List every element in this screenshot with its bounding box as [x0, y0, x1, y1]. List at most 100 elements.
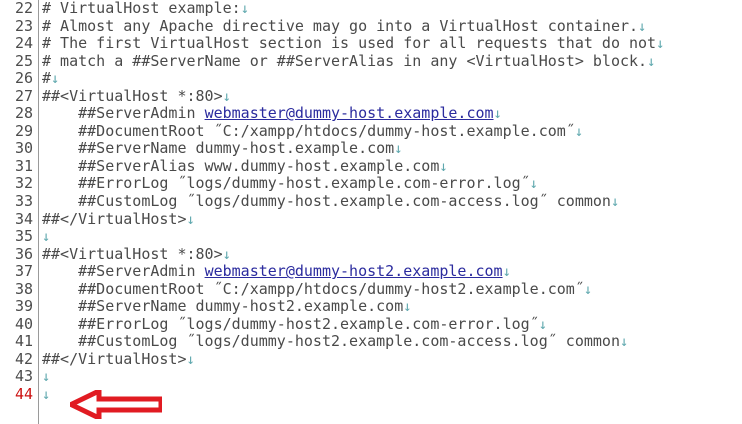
- code-line-text: ##ErrorLog ˝logs/dummy-host.example.com-…: [42, 175, 538, 194]
- code-text-segment: ##ErrorLog ˝logs/dummy-host.example.com-…: [42, 174, 530, 193]
- code-text-segment: ##DocumentRoot ˝C:/xampp/htdocs/dummy-ho…: [42, 121, 575, 140]
- code-text-segment: ##ServerAdmin: [42, 262, 205, 281]
- line-number: 36: [14, 244, 33, 263]
- code-line[interactable]: 39 ##ServerName dummy-host2.example.com↓: [0, 298, 742, 316]
- code-text-segment: ##CustomLog ˝logs/dummy-host2.example.co…: [42, 332, 620, 351]
- end-of-line-marker-icon: ↓: [638, 18, 647, 35]
- end-of-line-marker-icon: ↓: [439, 158, 448, 175]
- line-number: 42: [14, 349, 33, 368]
- end-of-line-marker-icon: ↓: [394, 141, 403, 158]
- code-line[interactable]: 43↓: [0, 368, 742, 386]
- code-line-text: ##DocumentRoot ˝C:/xampp/htdocs/dummy-ho…: [42, 121, 583, 142]
- end-of-line-marker-icon: ↓: [42, 387, 51, 404]
- code-text-segment: ##ErrorLog ˝logs/dummy-host2.example.com…: [42, 314, 539, 333]
- code-text-segment: ##CustomLog ˝logs/dummy-host.example.com…: [42, 192, 611, 211]
- code-line-text: ##</VirtualHost>↓: [42, 209, 195, 230]
- code-line[interactable]: 23# Almost any Apache directive may go i…: [0, 16, 742, 37]
- code-text-segment: ##ServerAlias www.dummy-host.example.com: [42, 156, 440, 175]
- code-text-segment: ##</VirtualHost>: [42, 209, 187, 228]
- code-line[interactable]: 31 ##ServerAlias www.dummy-host.example.…: [0, 156, 742, 176]
- code-line[interactable]: 41 ##CustomLog ˝logs/dummy-host2.example…: [0, 333, 742, 351]
- end-of-line-marker-icon: ↓: [619, 334, 629, 351]
- code-line[interactable]: 34 ##</VirtualHost>↓: [0, 209, 742, 230]
- end-of-line-marker-icon: ↓: [42, 229, 51, 246]
- line-number: 29: [14, 121, 33, 140]
- code-line[interactable]: 25 # match a ##ServerName or ##ServerAlia…: [0, 51, 742, 71]
- code-text-segment: ##</VirtualHost>: [42, 349, 187, 368]
- end-of-line-marker-icon: ↓: [656, 36, 665, 53]
- end-of-line-marker-icon: ↓: [42, 369, 51, 386]
- end-of-line-marker-icon: ↓: [186, 351, 195, 368]
- end-of-line-marker-icon: ↓: [51, 71, 60, 88]
- line-number: 35: [14, 227, 33, 246]
- code-line[interactable]: 32 ##ErrorLog ˝logs/dummy-host.example.c…: [0, 175, 742, 193]
- code-line-text: #↓: [42, 69, 60, 89]
- code-line-text: ##ServerName dummy-host2.example.com↓: [42, 298, 412, 317]
- line-number: 34: [14, 209, 33, 228]
- code-text-segment: ##ServerAdmin: [42, 104, 205, 123]
- code-line-text: ##ServerAdmin webmaster@dummy-host2.exam…: [42, 262, 512, 282]
- code-text-segment: # The first VirtualHost section is used …: [42, 34, 657, 53]
- line-number: 25: [14, 51, 33, 70]
- end-of-line-marker-icon: ↓: [222, 246, 232, 263]
- code-line[interactable]: 29 ##DocumentRoot ˝C:/xampp/htdocs/dummy…: [0, 121, 742, 142]
- code-line[interactable]: 42 ##</VirtualHost>↓: [0, 349, 742, 370]
- code-text-segment: # match a ##ServerName or ##ServerAlias …: [42, 51, 648, 70]
- code-line[interactable]: 24 # The first VirtualHost section is use…: [0, 34, 742, 54]
- code-line[interactable]: 27 ##<VirtualHost *:80>↓: [0, 86, 742, 107]
- email-link[interactable]: webmaster@dummy-host2.example.com: [204, 262, 503, 281]
- code-line-text: ##CustomLog ˝logs/dummy-host.example.com…: [42, 192, 620, 212]
- end-of-line-marker-icon: ↓: [583, 281, 593, 298]
- code-line[interactable]: 44 ↓: [0, 385, 742, 405]
- end-of-line-marker-icon: ↓: [502, 264, 512, 281]
- code-line-text: ##DocumentRoot ˝C:/xampp/htdocs/dummy-ho…: [42, 279, 593, 300]
- code-line-text: ##</VirtualHost>↓: [42, 349, 195, 370]
- line-number: 39: [14, 297, 33, 316]
- line-number: 27: [14, 86, 33, 105]
- end-of-line-marker-icon: ↓: [493, 106, 502, 123]
- line-number: 40: [14, 314, 33, 333]
- email-link[interactable]: webmaster@dummy-host.example.com: [204, 104, 494, 123]
- code-line[interactable]: 30 ##ServerName dummy-host.example.com↓: [0, 140, 742, 158]
- code-line-text: # Almost any Apache directive may go int…: [42, 16, 647, 37]
- code-text-segment: # Almost any Apache directive may go int…: [42, 16, 639, 35]
- code-text-segment: ##<VirtualHost *:80>: [42, 244, 223, 263]
- code-line[interactable]: 26 #↓: [0, 69, 742, 89]
- line-number: 24: [14, 34, 33, 53]
- code-text-segment: #: [42, 69, 52, 88]
- code-line-text: # The first VirtualHost section is used …: [42, 34, 665, 54]
- code-line[interactable]: 36 ##<VirtualHost *:80>↓: [0, 244, 742, 265]
- end-of-line-marker-icon: ↓: [222, 88, 232, 105]
- line-number: 30: [14, 139, 33, 158]
- code-line[interactable]: 33 ##CustomLog ˝logs/dummy-host.example.…: [0, 192, 742, 212]
- code-line-text: ##ErrorLog ˝logs/dummy-host2.example.com…: [42, 314, 547, 335]
- end-of-line-marker-icon: ↓: [647, 53, 656, 70]
- code-line[interactable]: 28 ##ServerAdmin webmaster@dummy-host.ex…: [0, 105, 742, 123]
- code-lines-container[interactable]: 22# VirtualHost example:↓23# Almost any …: [0, 0, 742, 404]
- code-line[interactable]: 37 ##ServerAdmin webmaster@dummy-host2.e…: [0, 262, 742, 282]
- line-number: 41: [14, 332, 33, 351]
- code-line[interactable]: 38 ##DocumentRoot ˝C:/xampp/htdocs/dummy…: [0, 279, 742, 300]
- code-line-text: ##CustomLog ˝logs/dummy-host2.example.co…: [42, 333, 628, 352]
- code-line-text: ##<VirtualHost *:80>↓: [42, 86, 232, 107]
- line-number: 22: [14, 0, 33, 17]
- end-of-line-marker-icon: ↓: [610, 194, 620, 211]
- code-text-segment: ##DocumentRoot ˝C:/xampp/htdocs/dummy-ho…: [42, 279, 584, 298]
- code-line-text: ##<VirtualHost *:80>↓: [42, 244, 232, 265]
- code-text-segment: ##ServerName dummy-host2.example.com: [42, 297, 404, 316]
- line-number: 44: [14, 385, 33, 404]
- line-number: 31: [14, 156, 33, 175]
- code-line[interactable]: 40 ##ErrorLog ˝logs/dummy-host2.example.…: [0, 314, 742, 335]
- code-line-text: ↓: [42, 228, 50, 247]
- line-number: 26: [14, 69, 33, 88]
- line-number: 28: [14, 104, 33, 123]
- code-line-text: ↓: [42, 386, 50, 405]
- code-text-segment: ##<VirtualHost *:80>: [42, 86, 223, 105]
- code-line-text: ↓: [42, 368, 50, 387]
- code-line[interactable]: 22# VirtualHost example:↓: [0, 0, 742, 18]
- end-of-line-marker-icon: ↓: [529, 176, 539, 193]
- code-line[interactable]: 35 ↓: [0, 228, 742, 246]
- end-of-line-marker-icon: ↓: [186, 211, 195, 228]
- code-line-text: ##ServerName dummy-host.example.com↓: [42, 140, 403, 159]
